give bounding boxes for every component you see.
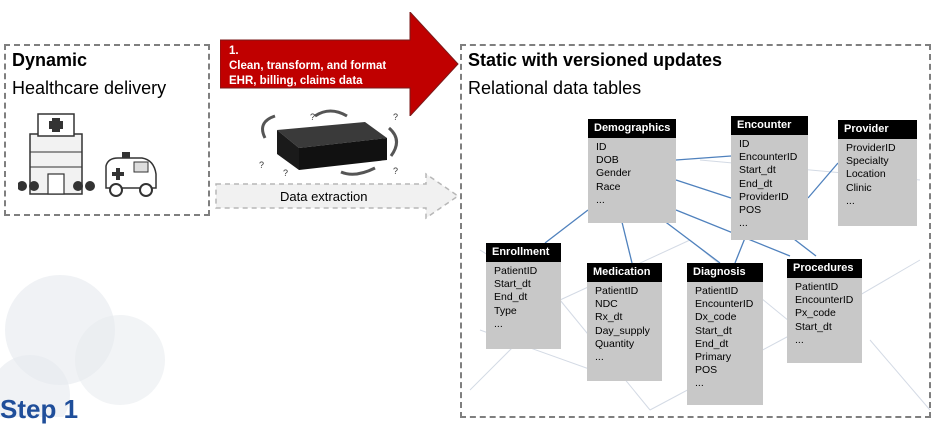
procedures-table-title: Procedures (787, 259, 862, 278)
arrow-line-1: Clean, transform, and format (229, 60, 387, 72)
table-field: PatientID (494, 265, 538, 277)
table-field: PatientID (695, 285, 739, 297)
table-field: ProviderID (846, 142, 896, 154)
table-field: Dx_code (695, 311, 737, 324)
extraction-label: Data extraction (280, 189, 368, 204)
enrollment-table-title: Enrollment (486, 243, 561, 262)
table-field: DOB (596, 154, 619, 167)
arrow-step-number: 1. (229, 45, 239, 57)
table-field: ... (846, 194, 855, 207)
table-field: ... (596, 193, 605, 206)
table-field: EncounterID (695, 298, 754, 311)
svg-text:?: ? (310, 112, 315, 122)
table-field: POS (695, 364, 718, 377)
table-field: Specialty (846, 155, 889, 168)
table-field: End_dt (695, 337, 729, 350)
link-demographics-enrollment (544, 209, 589, 244)
svg-text:?: ? (393, 112, 398, 122)
table-field: Type (494, 304, 517, 317)
table-field: ... (739, 217, 748, 230)
dynamic-panel (4, 44, 210, 216)
table-field: ... (494, 317, 503, 330)
table-field: PatientID (595, 285, 639, 297)
arrow-line-2: EHR, billing, claims data (229, 75, 363, 87)
ambulance-icon (105, 152, 157, 197)
table-field: ... (595, 351, 604, 364)
table-field: Clinic (846, 181, 872, 194)
svg-text:?: ? (393, 166, 398, 176)
medication-table-title: Medication (587, 263, 662, 282)
table-field: ... (795, 333, 804, 346)
table-field: Primary (695, 351, 732, 364)
svg-text:?: ? (259, 160, 264, 170)
table-field: Start_dt (494, 278, 531, 291)
transform-arrow (220, 12, 459, 116)
step-label: Step 1 (0, 394, 79, 424)
table-field: End_dt (739, 177, 773, 190)
hospital-icon (18, 113, 95, 195)
link-encounter-provider (807, 162, 839, 199)
link-encounter-diagnosis (734, 237, 746, 264)
table-field: ProviderID (739, 190, 789, 203)
provider-table: Provider ProviderID Specialty Location C… (838, 120, 917, 226)
diagnosis-table-title: Diagnosis (687, 263, 763, 282)
table-field: EncounterID (739, 151, 798, 164)
demographics-table-title: Demographics (588, 119, 676, 138)
link-demographics-encounter-2 (675, 179, 732, 199)
static-title: Static with versioned updates (468, 50, 723, 70)
static-subtitle: Relational data tables (468, 78, 642, 98)
provider-table-title: Provider (838, 120, 917, 139)
table-field: Start_dt (695, 324, 732, 337)
table-field: Px_code (795, 307, 836, 320)
svg-text:?: ? (283, 168, 288, 178)
table-field: Quantity (595, 337, 635, 350)
table-field: ID (596, 141, 607, 153)
table-field: ID (739, 138, 750, 150)
extraction-arrow (215, 172, 460, 220)
table-field: Race (596, 180, 621, 193)
table-field: EncounterID (795, 294, 854, 307)
table-field: Location (846, 168, 886, 181)
black-box-icon: ? ? ? ? ? (259, 109, 398, 178)
table-field: POS (739, 204, 762, 217)
table-field: Rx_dt (595, 311, 623, 324)
table-field: NDC (595, 298, 618, 311)
table-field: Start_dt (795, 320, 832, 333)
encounter-table: Encounter ID EncounterID Start_dt End_dt… (731, 116, 808, 240)
table-field: ... (695, 377, 704, 390)
table-field: Gender (596, 167, 632, 180)
table-field: End_dt (494, 291, 528, 304)
link-demographics-encounter (675, 155, 732, 161)
encounter-table-title: Encounter (731, 116, 808, 135)
table-field: Start_dt (739, 164, 776, 177)
medication-table: Medication PatientID NDC Rx_dt Day_suppl… (587, 263, 662, 381)
procedures-table: Procedures PatientID EncounterID Px_code… (787, 259, 862, 363)
table-field: PatientID (795, 281, 839, 293)
enrollment-table: Enrollment PatientID Start_dt End_dt Typ… (486, 243, 561, 349)
demographics-table: Demographics ID DOB Gender Race ... (588, 119, 676, 223)
dynamic-subtitle: Healthcare delivery (12, 78, 167, 98)
table-field: Day_supply (595, 324, 650, 337)
dynamic-title: Dynamic (12, 50, 88, 70)
diagnosis-table: Diagnosis PatientID EncounterID Dx_code … (687, 263, 763, 405)
